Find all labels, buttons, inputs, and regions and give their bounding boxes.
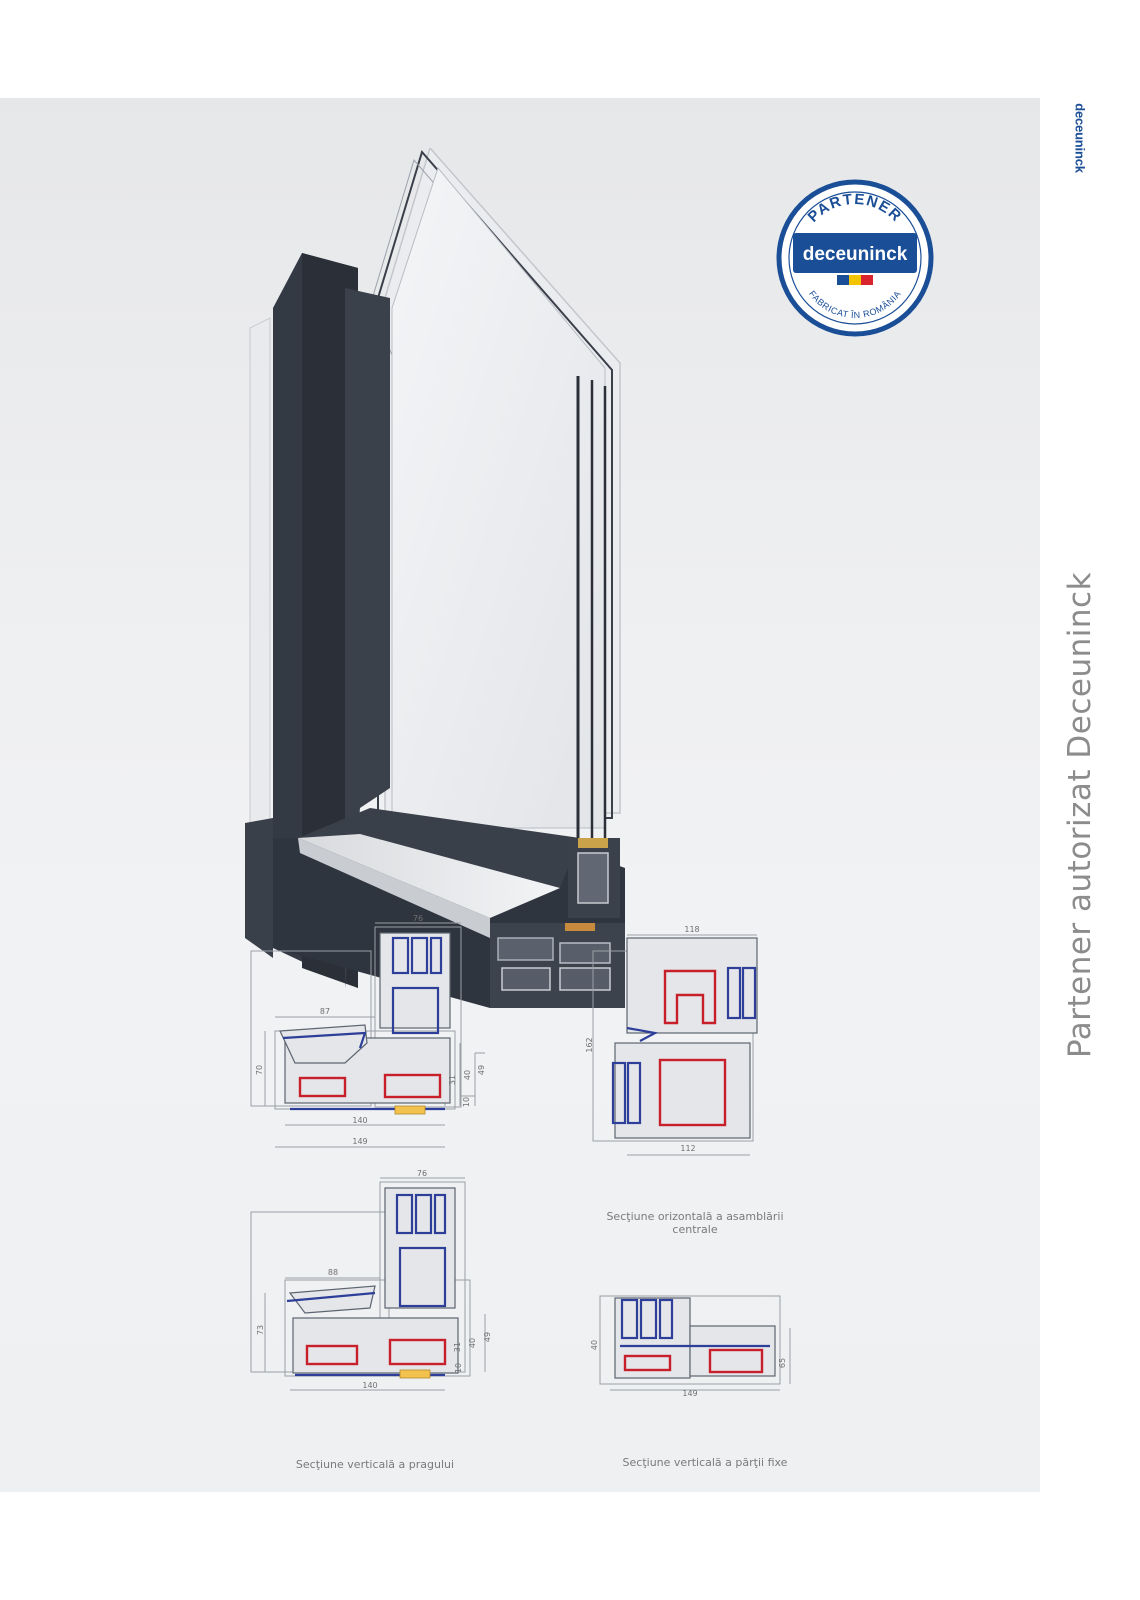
caption-threshold: Secţiune verticală a pragului	[295, 1458, 455, 1471]
drawing-fixed: 40 65 149	[590, 1295, 791, 1398]
dim-label: 149	[682, 1389, 697, 1398]
caption-central: Secţiune orizontală a asamblării central…	[606, 1210, 784, 1236]
dim-label: 76	[413, 914, 423, 923]
side-brand-logo: deceuninck	[1072, 102, 1088, 173]
dim-label: 118	[684, 925, 699, 934]
dim-label: 49	[483, 1332, 492, 1342]
dim-label: 70	[255, 1065, 264, 1075]
side-title: Partener autorizat Deceuninck	[1062, 571, 1098, 1059]
dim-label: 88	[328, 1268, 338, 1277]
dim-label: 162	[585, 1037, 594, 1052]
dim-label: 40	[468, 1338, 477, 1348]
dim-label: 65	[778, 1358, 787, 1368]
badge-name-plate	[793, 233, 917, 273]
dim-label: 10	[454, 1363, 463, 1373]
dim-label: 87	[320, 1007, 330, 1016]
dim-label: 40	[463, 1070, 472, 1080]
badge-name: deceuninck	[803, 244, 908, 265]
dim-label: 112	[680, 1144, 695, 1153]
drawing-threshold-a: 76 87 70 31 40 49 10 140 149	[250, 914, 486, 1148]
dim-label: 40	[590, 1340, 599, 1350]
dim-label: 140	[352, 1116, 367, 1125]
dim-label: 140	[362, 1381, 377, 1390]
window-render-image	[245, 148, 625, 1008]
dim-label: 10	[462, 1097, 471, 1107]
dim-label: 149	[352, 1137, 367, 1146]
dim-label: 31	[453, 1342, 462, 1352]
partner-badge: PARTENER deceuninck FABRICAT ÎN ROMÂNIA	[776, 179, 934, 337]
flag-blue	[837, 275, 849, 285]
dim-label: 76	[417, 1169, 427, 1178]
dim-label: 49	[477, 1065, 486, 1075]
dim-label: 31	[448, 1075, 457, 1085]
drawing-central: 118 162 112	[585, 925, 758, 1156]
caption-fixed: Secţiune verticală a părţii fixe	[622, 1456, 788, 1469]
flag-red	[861, 275, 873, 285]
dim-label: 73	[256, 1325, 265, 1335]
content-panel: PARTENER deceuninck FABRICAT ÎN ROMÂNIA	[0, 98, 1040, 1492]
drawing-threshold-b: 76 88 73 31 40 49 10 140	[250, 1169, 492, 1391]
flag-yellow	[849, 275, 861, 285]
